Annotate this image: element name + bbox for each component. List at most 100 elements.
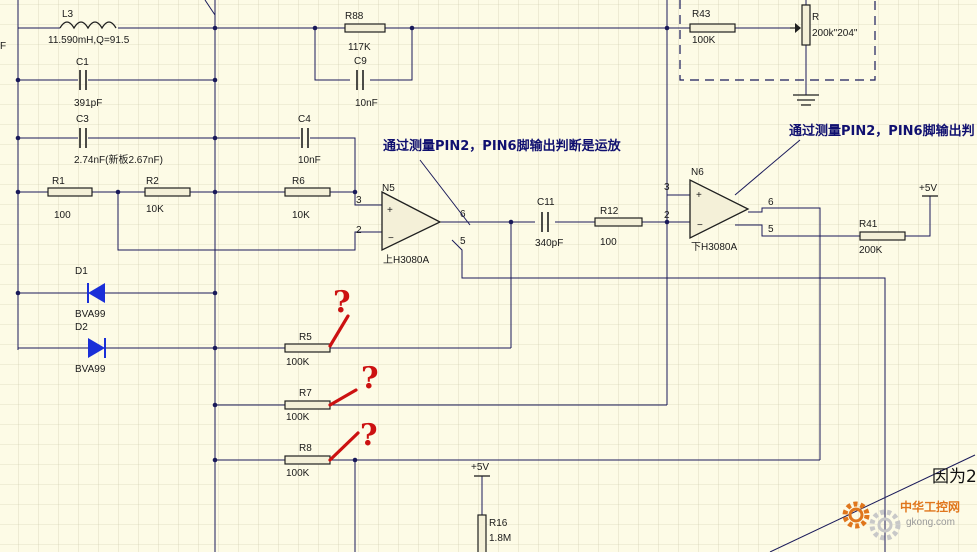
r-pot-ref: R xyxy=(812,12,819,23)
resistor-r41[interactable]: R41 200K xyxy=(859,219,906,256)
n5-pin3: 3 xyxy=(356,195,362,206)
inductor-l3[interactable]: L3 11.590mH,Q=91.5 xyxy=(48,9,130,46)
resistor-r1[interactable]: R1 100 xyxy=(47,176,93,221)
d2-value: BVA99 xyxy=(75,364,106,375)
r88-value: 117K xyxy=(348,42,371,53)
diode-d2[interactable]: D2 BVA99 xyxy=(75,322,106,375)
watermark-url: gkong.com xyxy=(906,517,955,528)
vcc-right-label: +5V xyxy=(919,183,937,194)
junctions xyxy=(15,25,670,463)
resistor-r88[interactable]: R88 117K xyxy=(344,11,386,53)
r2-ref: R2 xyxy=(146,176,159,187)
capacitor-c1[interactable]: C1 391pF xyxy=(74,57,102,109)
dashed-enclosure xyxy=(679,0,876,81)
l3-value: 11.590mH,Q=91.5 xyxy=(48,35,130,46)
r7-value: 100K xyxy=(286,412,310,423)
r5-value: 100K xyxy=(286,357,310,368)
n6-ref: N6 xyxy=(691,167,704,178)
r6-value: 10K xyxy=(292,210,310,221)
n6-value: 下H3080A xyxy=(691,242,737,253)
n5-minus: − xyxy=(388,233,394,244)
n6-minus: − xyxy=(697,220,703,231)
r7-ref: R7 xyxy=(299,388,312,399)
ground-symbol xyxy=(793,94,819,106)
capacitor-c3[interactable]: C3 2.74nF(新板2.67nF) xyxy=(74,114,163,166)
capacitor-c4[interactable]: C4 10nF xyxy=(298,114,321,166)
n5-ref: N5 xyxy=(382,183,395,194)
r43-value: 100K xyxy=(692,35,716,46)
gear-icon xyxy=(842,501,901,541)
n5-plus: + xyxy=(387,205,393,216)
vcc-right: +5V xyxy=(919,183,938,197)
c3-value: 2.74nF(新板2.67nF) xyxy=(74,153,163,166)
r16-ref: R16 xyxy=(489,518,508,529)
r5-ref: R5 xyxy=(299,332,312,343)
vcc-bottom-label: +5V xyxy=(471,462,489,473)
diode-d1[interactable]: D1 BVA99 xyxy=(75,266,106,320)
n5-pin6: 6 xyxy=(460,209,466,220)
note-2: 通过测量PIN2，PIN6脚输出判 xyxy=(734,123,975,196)
c9-value: 10nF xyxy=(355,98,378,109)
n6-pin3: 3 xyxy=(664,182,670,193)
n6-plus: + xyxy=(696,190,702,201)
potentiometer-r[interactable]: R 200k"204" xyxy=(790,4,858,46)
capacitor-c11[interactable]: C11 340pF xyxy=(535,197,563,249)
n6-pin6: 6 xyxy=(768,197,774,208)
r1-value: 100 xyxy=(54,210,71,221)
n5-pin5: 5 xyxy=(460,236,466,247)
red-annotations: ? ? ? xyxy=(328,285,379,462)
bottom-right-note: 因为2 xyxy=(932,467,977,487)
c4-ref: C4 xyxy=(298,114,311,125)
r8-ref: R8 xyxy=(299,443,312,454)
r-pot-value: 200k"204" xyxy=(812,28,858,39)
c1-value: 391pF xyxy=(74,98,102,109)
n6-pin2: 2 xyxy=(664,210,670,221)
wires xyxy=(17,0,976,552)
resistor-r43[interactable]: R43 100K xyxy=(689,9,736,46)
note-1-text: 通过测量PIN2，PIN6脚输出判断是运放 xyxy=(383,138,622,154)
watermark: 中华工控网 gkong.com xyxy=(842,499,960,541)
resistor-r2[interactable]: R2 10K xyxy=(144,176,191,215)
c11-value: 340pF xyxy=(535,238,563,249)
l3-ref: L3 xyxy=(62,9,74,20)
r2-value: 10K xyxy=(146,204,164,215)
r16-value: 1.8M xyxy=(489,533,511,544)
resistor-r16[interactable]: R16 1.8M xyxy=(477,514,511,552)
opamp-n6[interactable]: N6 + − 3 2 6 5 下H3080A xyxy=(664,167,774,253)
c1-ref: C1 xyxy=(76,57,89,68)
opamp-n5[interactable]: N5 + − 3 2 6 5 上H3080A xyxy=(356,183,466,266)
question-mark-r8: ? xyxy=(360,418,378,453)
n5-value: 上H3080A xyxy=(383,254,429,266)
d1-value: BVA99 xyxy=(75,309,106,320)
question-mark-r7: ? xyxy=(361,361,379,396)
r41-value: 200K xyxy=(859,245,883,256)
resistor-r12[interactable]: R12 100 xyxy=(594,206,643,248)
c9-ref: C9 xyxy=(354,56,367,67)
note-1: 通过测量PIN2，PIN6脚输出判断是运放 xyxy=(383,138,622,226)
capacitor-c9[interactable]: C9 10nF xyxy=(354,56,378,109)
vcc-bottom: +5V xyxy=(471,462,490,477)
r43-ref: R43 xyxy=(692,9,711,20)
c4-value: 10nF xyxy=(298,155,321,166)
r41-ref: R41 xyxy=(859,219,878,230)
c3-ref: C3 xyxy=(76,114,89,125)
n5-pin2: 2 xyxy=(356,225,362,236)
d1-ref: D1 xyxy=(75,266,88,277)
d2-ref: D2 xyxy=(75,322,88,333)
left-edge-label: F xyxy=(0,41,6,52)
resistor-r6[interactable]: R6 10K xyxy=(284,176,331,221)
n6-pin5: 5 xyxy=(768,224,774,235)
r12-value: 100 xyxy=(600,237,617,248)
r8-value: 100K xyxy=(286,468,310,479)
watermark-cn: 中华工控网 xyxy=(900,499,960,514)
question-mark-r5: ? xyxy=(333,285,351,320)
r88-ref: R88 xyxy=(345,11,364,22)
r12-ref: R12 xyxy=(600,206,619,217)
c11-ref: C11 xyxy=(537,197,555,208)
resistor-r5[interactable]: R5 100K xyxy=(284,332,331,368)
r6-ref: R6 xyxy=(292,176,305,187)
r1-ref: R1 xyxy=(52,176,65,187)
note-2-text: 通过测量PIN2，PIN6脚输出判 xyxy=(789,123,975,139)
